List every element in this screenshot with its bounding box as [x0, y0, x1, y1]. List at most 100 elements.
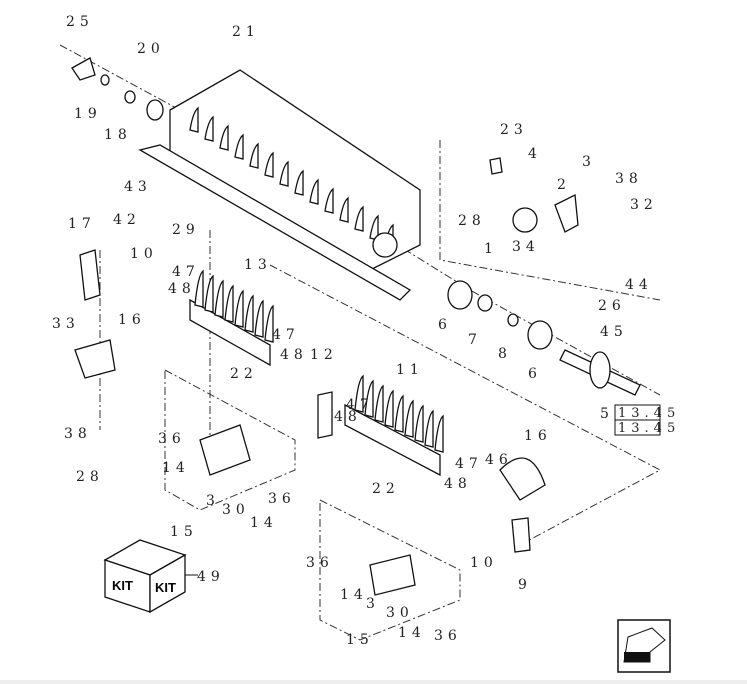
- callout-45: 45: [600, 324, 628, 340]
- callout-14: 14: [250, 515, 278, 531]
- tine: [244, 294, 254, 333]
- callout-16: 16: [524, 428, 552, 444]
- kit-box: KIT KIT: [103, 539, 198, 614]
- callout-47: 47: [272, 327, 300, 343]
- callout-30: 30: [386, 605, 414, 621]
- tine: [214, 279, 224, 318]
- tine: [404, 399, 414, 438]
- tine: [364, 379, 374, 418]
- bearings: [71, 57, 579, 350]
- callout-9: 9: [518, 577, 532, 593]
- rotor-assembly-upper: [189, 269, 274, 367]
- callout-42: 42: [113, 212, 141, 228]
- tine: [279, 160, 289, 187]
- tine: [394, 394, 404, 433]
- callout-6: 6: [438, 317, 452, 333]
- callout-4: 4: [528, 146, 542, 162]
- tine: [254, 299, 264, 338]
- callout-33: 33: [52, 316, 80, 332]
- callout-13: 13: [244, 257, 272, 273]
- callout-3: 3: [366, 596, 380, 612]
- callout-5: 5: [600, 406, 614, 422]
- tine: [354, 205, 364, 232]
- callout-32: 32: [630, 197, 658, 213]
- tine: [384, 389, 394, 428]
- callout-22: 22: [230, 366, 258, 382]
- tine: [204, 115, 214, 142]
- callout-46: 46: [485, 452, 513, 468]
- callout-16: 16: [118, 312, 146, 328]
- tine: [354, 374, 364, 413]
- callout-17: 17: [68, 216, 96, 232]
- callout-19: 19: [74, 106, 102, 122]
- callout-8: 8: [498, 346, 512, 362]
- tine: [249, 142, 259, 169]
- callout-26: 26: [598, 298, 626, 314]
- callout-36: 36: [306, 555, 334, 571]
- callout-38: 38: [615, 171, 643, 187]
- callout-25: 25: [66, 14, 94, 30]
- callout-10: 10: [470, 555, 498, 571]
- callout-34: 34: [512, 239, 540, 255]
- callout-36: 36: [158, 431, 186, 447]
- callout-10: 10: [130, 246, 158, 262]
- callout-44: 44: [625, 277, 653, 293]
- callout-14: 14: [162, 460, 190, 476]
- tine: [294, 169, 304, 196]
- kit-label-right: KIT: [155, 580, 176, 595]
- callout-11: 11: [396, 362, 424, 378]
- callout-14: 14: [398, 625, 426, 641]
- callout-48: 48: [444, 476, 472, 492]
- kit-label-left: KIT: [112, 578, 133, 593]
- callout-43: 43: [124, 179, 152, 195]
- callout-3: 3: [206, 493, 220, 509]
- callout-20: 20: [137, 41, 165, 57]
- reference-13-45-a: 13.45: [618, 406, 680, 421]
- tine: [369, 214, 379, 241]
- callout-21: 21: [232, 24, 260, 40]
- tine: [264, 304, 274, 343]
- callout-28: 28: [76, 469, 104, 485]
- bottom-scroll-bar: [0, 680, 747, 684]
- callout-28: 28: [458, 213, 486, 229]
- main-frame: [138, 69, 421, 301]
- tine: [189, 106, 199, 133]
- drive-shaft: [559, 349, 641, 396]
- callout-2: 2: [557, 177, 571, 193]
- callout-29: 29: [172, 222, 200, 238]
- callout-1: 1: [484, 241, 498, 257]
- tine: [374, 384, 384, 423]
- callout-6: 6: [528, 366, 542, 382]
- callout-47: 47: [172, 264, 200, 280]
- callout-15: 15: [170, 524, 198, 540]
- callout-47: 47: [455, 456, 483, 472]
- callout-30: 30: [222, 502, 250, 518]
- callout-48: 48: [334, 409, 362, 425]
- callout-48: 48: [280, 347, 308, 363]
- callout-36: 36: [268, 491, 296, 507]
- callout-38: 38: [64, 426, 92, 442]
- tine: [234, 133, 244, 160]
- tine: [194, 269, 204, 308]
- tine: [204, 274, 214, 313]
- callout-14: 14: [340, 587, 368, 603]
- tine: [339, 196, 349, 223]
- callout-47: 47: [346, 397, 374, 413]
- callout-48: 48: [168, 281, 196, 297]
- rotor-assembly-lower: [344, 374, 444, 477]
- tine: [234, 289, 244, 328]
- callout-3: 3: [582, 154, 596, 170]
- back-arrow-icon[interactable]: [617, 619, 671, 673]
- tine: [219, 124, 229, 151]
- callout-12: 12: [310, 347, 338, 363]
- callout-15: 15: [346, 632, 374, 648]
- reference-box: 13.45 13.45: [614, 404, 680, 436]
- tine: [424, 409, 434, 448]
- callout-36: 36: [434, 628, 462, 644]
- tine: [414, 404, 424, 443]
- tine: [264, 151, 274, 178]
- brackets: [74, 249, 546, 596]
- tine: [224, 284, 234, 323]
